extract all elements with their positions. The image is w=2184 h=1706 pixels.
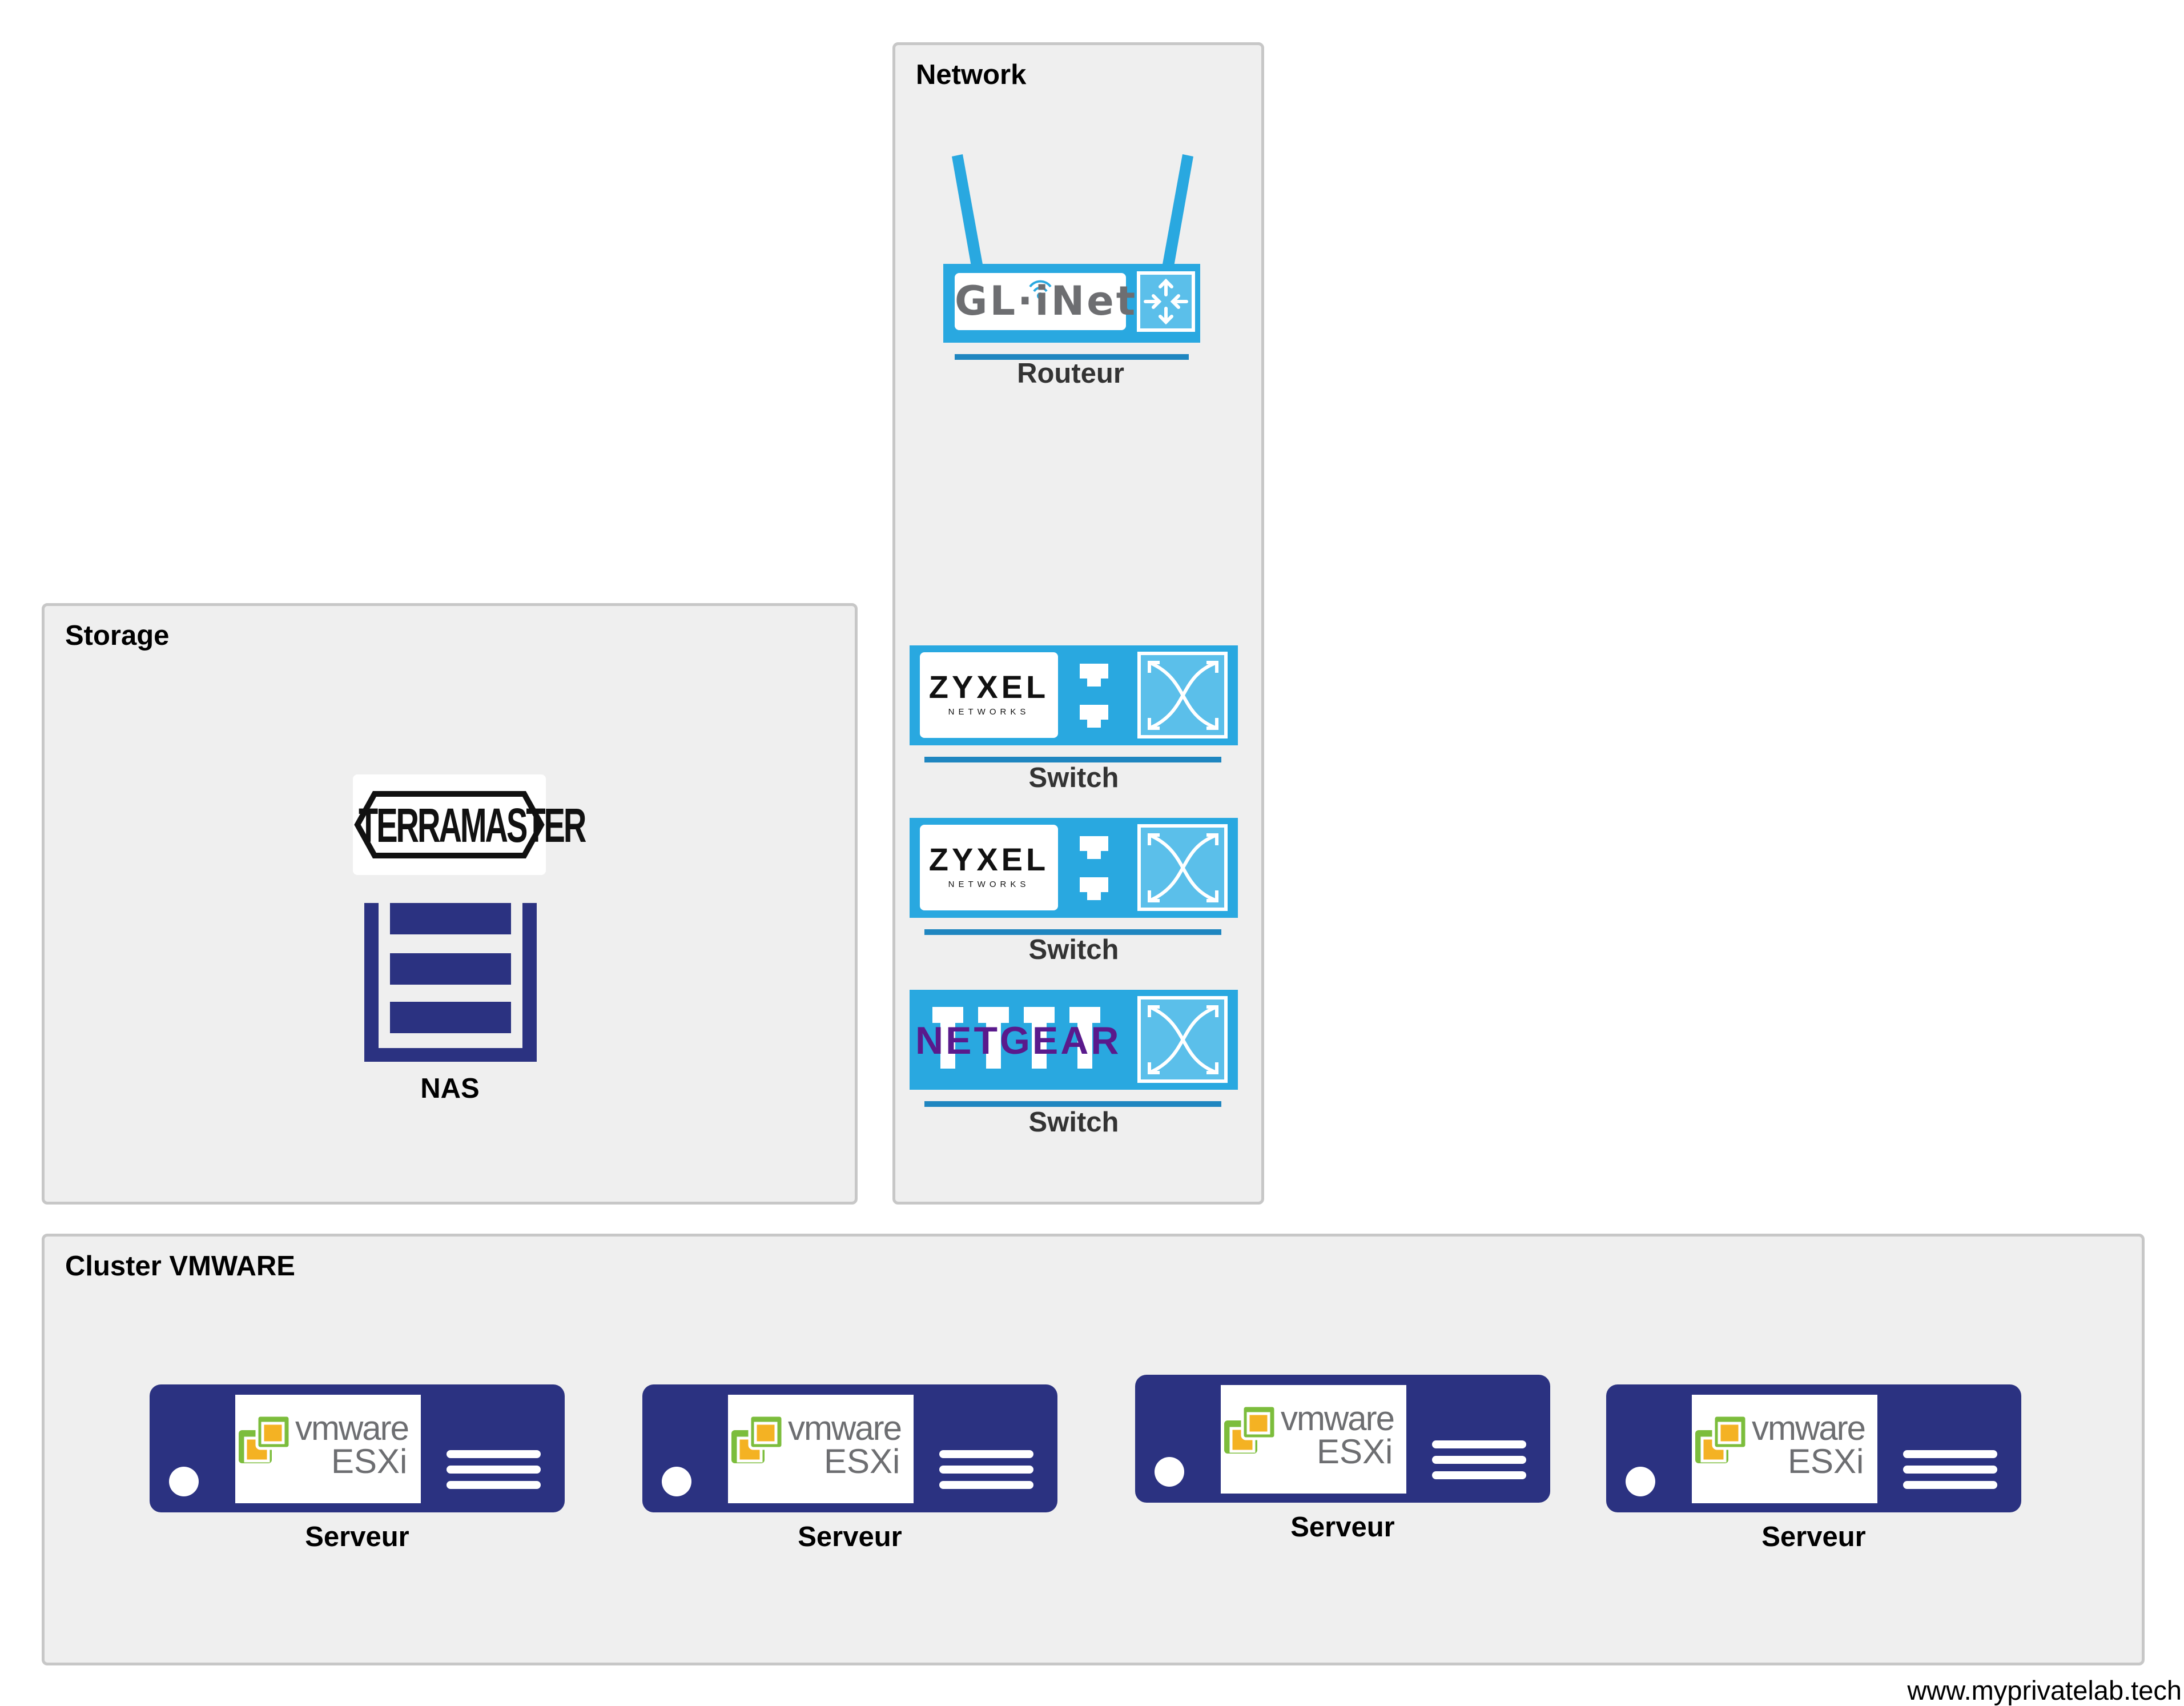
switch-label-2: Switch [1028,934,1119,965]
router-label: Routeur [1017,358,1124,389]
wifi-icon [1029,280,1052,299]
vmware-logo-text: vmware [295,1409,409,1447]
vsphere-icon [1695,1414,1748,1463]
nas-icon [353,774,546,1062]
server-icon [1135,1375,1550,1503]
switch-device-1[interactable]: ZYXEL NETWORKS [910,645,1238,765]
server-icon [150,1384,565,1512]
server-icon [642,1384,1057,1512]
server-device-4[interactable]: vmware ESXi [1606,1384,2021,1512]
netgear-logo-text: NETGEAR [915,1019,1121,1062]
vmware-logo-text: vmware [1281,1399,1395,1438]
cross-arrows-icon [1137,652,1228,738]
zyxel-logo-text: ZYXEL [928,669,1049,705]
switch-icon [910,645,1238,762]
zyxel-logo-text: ZYXEL [928,841,1049,877]
vsphere-icon [731,1414,785,1463]
port-icon [1080,664,1108,728]
cross-arrows-icon [1137,824,1228,911]
server-device-1[interactable]: vmware ESXi [150,1384,565,1512]
zyxel-logo-subtext: NETWORKS [948,880,1030,889]
switch-device-2[interactable]: ZYXEL NETWORKS [910,818,1238,938]
esxi-logo-text: ESXi [824,1442,900,1480]
zyxel-logo-subtext: NETWORKS [948,707,1030,717]
vmware-logo-text: vmware [788,1409,902,1447]
esxi-logo-text: ESXi [331,1442,408,1480]
switch-icon [910,818,1238,935]
nas-device[interactable]: TERRAMASTER [353,774,586,1066]
router-device[interactable]: GL·iNet [936,154,1210,360]
server-label-1: Serveur [305,1522,409,1552]
router-icon [943,154,1200,360]
server-icon [1606,1384,2021,1512]
esxi-logo-text: ESXi [1788,1442,1864,1480]
switch-icon [910,990,1238,1107]
server-label-4: Serveur [1761,1522,1866,1552]
terramaster-logo-text: TERRAMASTER [359,798,586,852]
footer-url: www.myprivatelab.tech [1907,1675,2182,1705]
vmware-logo-text: vmware [1752,1409,1866,1447]
router-logo-text: GL·iNet [955,278,1138,324]
vsphere-icon [239,1414,292,1463]
port-icon [1080,836,1108,900]
network-group-title: Network [916,59,1027,90]
vsphere-icon [1224,1404,1277,1454]
server-label-3: Serveur [1290,1512,1395,1543]
server-device-3[interactable]: vmware ESXi [1135,1375,1550,1503]
switch-device-3[interactable]: NETGEAR [910,990,1238,1110]
switch-label-1: Switch [1028,762,1119,793]
esxi-logo-text: ESXi [1317,1432,1393,1471]
server-label-2: Serveur [798,1522,902,1552]
cluster-group-title: Cluster VMWARE [65,1251,295,1282]
switch-label-3: Switch [1028,1107,1119,1138]
port-icon [932,1007,1100,1069]
server-device-2[interactable]: vmware ESXi [642,1384,1057,1512]
storage-group-title: Storage [65,620,170,651]
nas-label: NAS [420,1073,480,1104]
cross-arrows-icon [1137,996,1228,1083]
